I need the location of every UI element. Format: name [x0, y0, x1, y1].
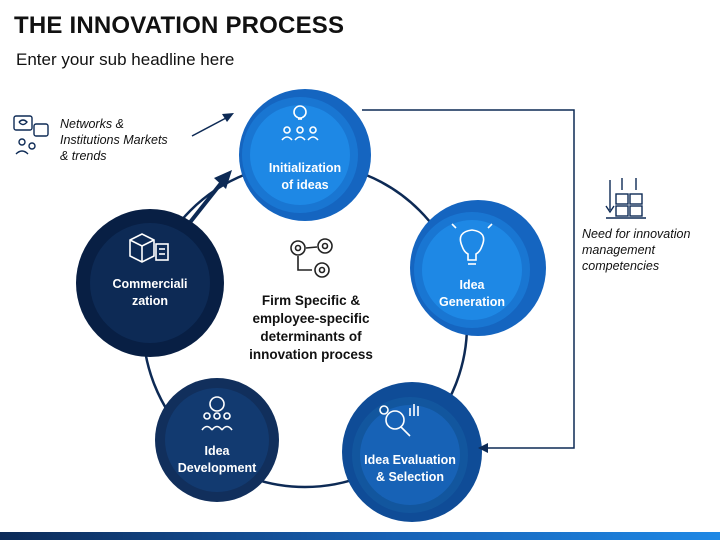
social-network-icon	[13, 115, 49, 155]
gears-icon	[290, 238, 333, 278]
arrow-head-icon	[214, 170, 232, 189]
node-evaluation	[342, 382, 482, 522]
node-development-line2: Development	[177, 461, 257, 475]
footer-bar	[0, 532, 720, 540]
page-subtitle: Enter your sub headline here	[16, 50, 235, 69]
arrow-networks	[191, 117, 227, 137]
node-generation-label: Idea Generation	[412, 277, 532, 311]
center-line-2: employee-specific	[252, 311, 370, 326]
node-commercialization-label: Commerciali zation	[90, 276, 210, 310]
node-evaluation-line1: Idea Evaluation	[364, 453, 456, 467]
node-evaluation-line2: & Selection	[375, 470, 445, 484]
arrow-head-icon	[222, 113, 234, 122]
node-generation-line1: Idea	[459, 278, 485, 292]
node-development-line1: Idea	[204, 444, 230, 458]
competencies-connector	[362, 109, 575, 449]
center-line-1: Firm Specific &	[261, 293, 361, 308]
node-commercialization-line1: Commerciali	[112, 277, 188, 291]
arrow-head-icon	[478, 443, 488, 453]
page-title: THE INNOVATION PROCESS	[14, 12, 345, 39]
boxes-management-icon	[605, 178, 646, 219]
note-networks-line-1: Networks &	[60, 117, 124, 131]
node-initialization	[239, 89, 371, 221]
note-competencies-line-3: competencies	[582, 259, 660, 273]
note-networks-line-3: & trends	[60, 149, 107, 163]
box-checklist-icon	[129, 233, 169, 263]
note-competencies-line-1: Need for innovation	[582, 227, 691, 241]
team-idea-icon	[281, 105, 319, 141]
node-generation	[410, 200, 546, 336]
brain-bulb-icon	[451, 223, 493, 265]
note-networks-line-2: Institutions Markets	[60, 133, 168, 147]
center-determinants-text: Firm Specific & employee-specific determ…	[236, 292, 386, 364]
node-initialization-line2: of ideas	[281, 178, 329, 192]
node-evaluation-label: Idea Evaluation & Selection	[342, 452, 478, 486]
node-commercialization	[76, 209, 224, 357]
magnifier-gear-icon	[379, 404, 419, 437]
note-competencies: Need for innovation management competenc…	[582, 226, 690, 274]
note-competencies-line-2: management	[582, 243, 655, 257]
team-gear-icon	[201, 396, 233, 431]
node-commercialization-line2: zation	[131, 294, 169, 308]
center-line-4: innovation process	[249, 347, 373, 362]
node-development	[155, 378, 279, 502]
node-initialization-line1: Initialization	[268, 161, 342, 175]
center-line-3: determinants of	[260, 329, 362, 344]
node-initialization-label: Initialization of ideas	[245, 160, 365, 194]
node-generation-line2: Generation	[439, 295, 505, 309]
node-development-label: Idea Development	[157, 443, 277, 477]
note-networks: Networks & Institutions Markets & trends	[60, 116, 168, 164]
